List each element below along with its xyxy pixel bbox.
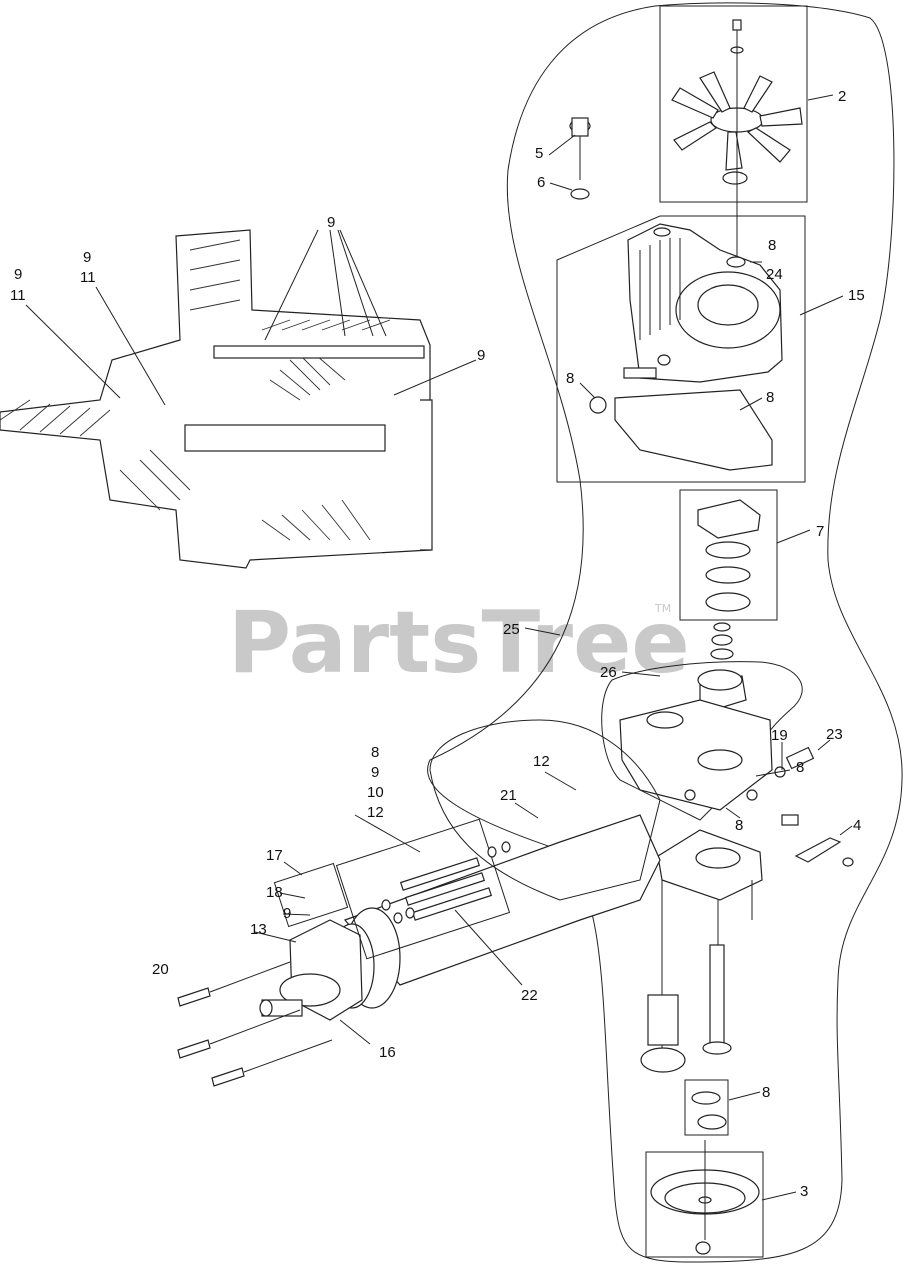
fan-box	[659, 5, 808, 203]
callout-8: 8	[768, 237, 776, 254]
piston-kit-box	[335, 818, 511, 960]
watermark-brand: PartsTree	[228, 593, 690, 693]
gasket-part-8	[614, 389, 773, 471]
bearing-part-7	[697, 499, 761, 660]
callout-9: 9	[83, 249, 91, 266]
housing-part-15	[627, 223, 783, 383]
pump-rotor-part	[697, 669, 747, 709]
output-shaft-part	[702, 944, 732, 1055]
callout-9: 9	[477, 347, 485, 364]
callout-13: 13	[250, 921, 267, 938]
callout-24: 24	[766, 266, 783, 283]
callout-9: 9	[327, 214, 335, 231]
callout-stack-8: 8	[371, 744, 379, 761]
dipstick-part-5	[569, 117, 591, 200]
callout-11: 11	[10, 287, 26, 304]
pulley-part-3	[650, 1140, 760, 1255]
shaft-part-8	[589, 354, 671, 414]
bolts-part-20	[177, 961, 333, 1087]
bearing-lower-box	[684, 1079, 729, 1136]
callout-8: 8	[735, 817, 743, 834]
pump-outline-26	[601, 661, 803, 821]
piston-kit-part	[381, 841, 511, 924]
watermark-trademark: TM	[654, 602, 671, 615]
callout-stack-12: 12	[367, 804, 384, 821]
cross-section-view	[0, 229, 433, 569]
callout-9: 9	[14, 266, 22, 283]
lower-housing-part	[657, 829, 763, 1050]
callout-19: 19	[771, 727, 788, 744]
filter-part	[640, 994, 686, 1073]
callout-3: 3	[800, 1183, 808, 1200]
motor-outline-12	[429, 719, 661, 901]
callout-22: 22	[521, 987, 538, 1004]
callout-6: 6	[537, 174, 545, 191]
callout-2: 2	[838, 88, 846, 105]
housing-box	[556, 215, 806, 483]
callout-12: 12	[533, 753, 550, 770]
motor-part-13	[259, 919, 363, 1021]
callout-4: 4	[853, 817, 861, 834]
callout-8: 8	[566, 370, 574, 387]
fitting-box-17	[273, 862, 349, 928]
axle-housing-part	[329, 814, 661, 1009]
callout-25: 25	[503, 621, 520, 638]
callout-8: 8	[762, 1084, 770, 1101]
callout-20: 20	[152, 961, 169, 978]
callout-18: 18	[266, 884, 283, 901]
callout-16: 16	[379, 1044, 396, 1061]
callout-23: 23	[826, 726, 843, 743]
callout-8: 8	[766, 389, 774, 406]
callout-26: 26	[600, 664, 617, 681]
callout-stack-10: 10	[367, 784, 384, 801]
callout-11: 11	[80, 269, 96, 286]
callout-21: 21	[500, 787, 517, 804]
callout-15: 15	[848, 287, 865, 304]
callout-8: 8	[796, 759, 804, 776]
lever-part-4	[781, 814, 854, 867]
bearing-box	[679, 489, 778, 621]
bearing-lower-part-8	[691, 1091, 727, 1130]
transaxle-outline-25	[427, 2, 903, 1263]
callout-7: 7	[816, 523, 824, 540]
valve-part-23	[774, 746, 815, 778]
callout-5: 5	[535, 145, 543, 162]
fan-part-2	[671, 19, 803, 270]
center-section-part	[619, 699, 773, 811]
callout-9: 9	[283, 905, 291, 922]
callout-17: 17	[266, 847, 283, 864]
callout-stack-9: 9	[371, 764, 379, 781]
leader-lines	[25, 94, 853, 1201]
